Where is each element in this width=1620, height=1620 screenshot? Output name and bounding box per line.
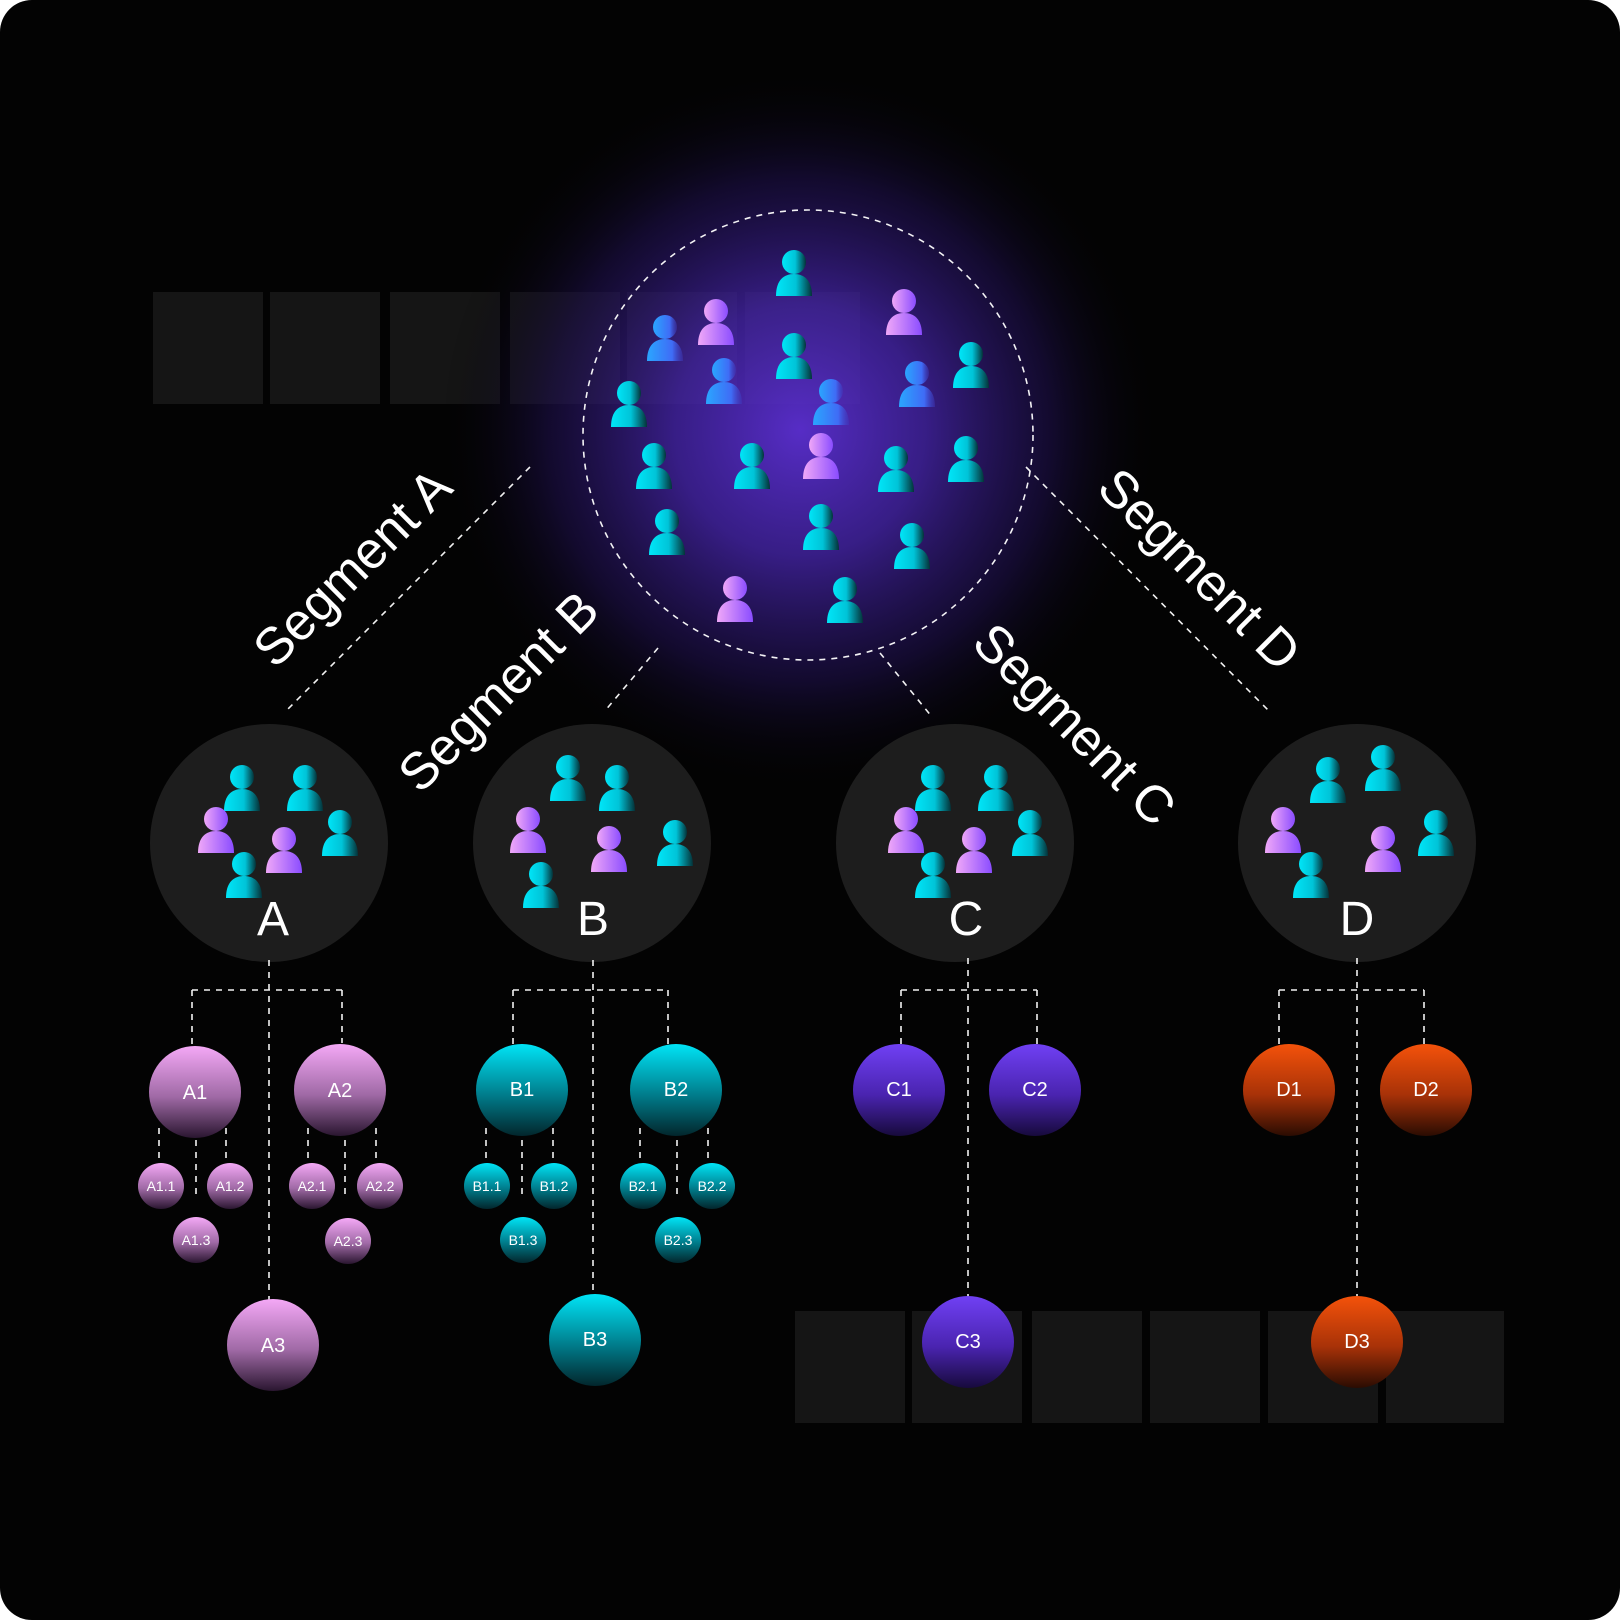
svg-text:D2: D2 [1413,1079,1439,1101]
node-a1-2[interactable]: A1.2 [207,1163,253,1209]
node-d3[interactable]: D3 [1311,1296,1403,1388]
group-b-letter: B [577,893,609,946]
group-c-letter: C [949,893,984,946]
svg-text:A1.3: A1.3 [182,1232,211,1248]
svg-text:C2: C2 [1022,1079,1048,1101]
svg-text:A2.3: A2.3 [334,1233,363,1249]
svg-text:A2: A2 [328,1080,352,1102]
svg-text:B1.2: B1.2 [540,1178,569,1194]
node-b1[interactable]: B1 [476,1044,568,1136]
node-b2-2[interactable]: B2.2 [689,1163,735,1209]
node-d2[interactable]: D2 [1380,1044,1472,1136]
segment-c-connector [879,652,933,718]
svg-text:D1: D1 [1276,1079,1302,1101]
svg-text:B1.1: B1.1 [473,1178,502,1194]
node-b2-1[interactable]: B2.1 [620,1163,666,1209]
svg-text:A3: A3 [261,1335,285,1357]
group-d[interactable]: D [1238,724,1476,962]
segment-a-connector [284,466,531,713]
svg-text:D3: D3 [1344,1331,1370,1353]
node-a1[interactable]: A1 [149,1046,241,1138]
node-a2[interactable]: A2 [294,1044,386,1136]
node-c2[interactable]: C2 [989,1044,1081,1136]
hub-glow [440,70,1160,790]
svg-text:B1.3: B1.3 [509,1232,538,1248]
svg-text:B2.1: B2.1 [629,1178,658,1194]
group-a-letter: A [257,893,289,946]
svg-text:A1.2: A1.2 [216,1178,245,1194]
svg-text:A2.1: A2.1 [298,1178,327,1194]
svg-text:B2.3: B2.3 [664,1232,693,1248]
tree-connectors [158,958,1425,1300]
node-c3[interactable]: C3 [922,1296,1014,1388]
node-a1-3[interactable]: A1.3 [173,1217,219,1263]
watermark-bottom [795,1311,1504,1423]
node-c1[interactable]: C1 [853,1044,945,1136]
svg-text:B3: B3 [583,1329,607,1351]
svg-text:B2: B2 [664,1079,688,1101]
group-c[interactable]: C [836,724,1074,962]
node-a1-1[interactable]: A1.1 [138,1163,184,1209]
segment-b-connector [603,647,659,713]
svg-text:C1: C1 [886,1079,912,1101]
node-b1-1[interactable]: B1.1 [464,1163,510,1209]
node-a2-3[interactable]: A2.3 [325,1218,371,1264]
node-b2[interactable]: B2 [630,1044,722,1136]
svg-text:B2.2: B2.2 [698,1178,727,1194]
svg-text:A2.2: A2.2 [366,1178,395,1194]
node-a3[interactable]: A3 [227,1299,319,1391]
svg-text:C3: C3 [955,1331,981,1353]
node-b3[interactable]: B3 [549,1294,641,1386]
node-b1-3[interactable]: B1.3 [500,1217,546,1263]
group-d-letter: D [1340,893,1375,946]
segment-d-connector [1025,466,1271,713]
node-b2-3[interactable]: B2.3 [655,1217,701,1263]
svg-text:A1: A1 [183,1082,207,1104]
svg-text:A1.1: A1.1 [147,1178,176,1194]
group-b[interactable]: B [473,724,711,962]
svg-text:B1: B1 [510,1079,534,1101]
group-a[interactable]: A [150,724,388,962]
node-b1-2[interactable]: B1.2 [531,1163,577,1209]
node-a2-1[interactable]: A2.1 [289,1163,335,1209]
node-d1[interactable]: D1 [1243,1044,1335,1136]
hub-circle[interactable] [582,209,1034,661]
segment-a-label: Segment A [242,457,463,678]
node-a2-2[interactable]: A2.2 [357,1163,403,1209]
